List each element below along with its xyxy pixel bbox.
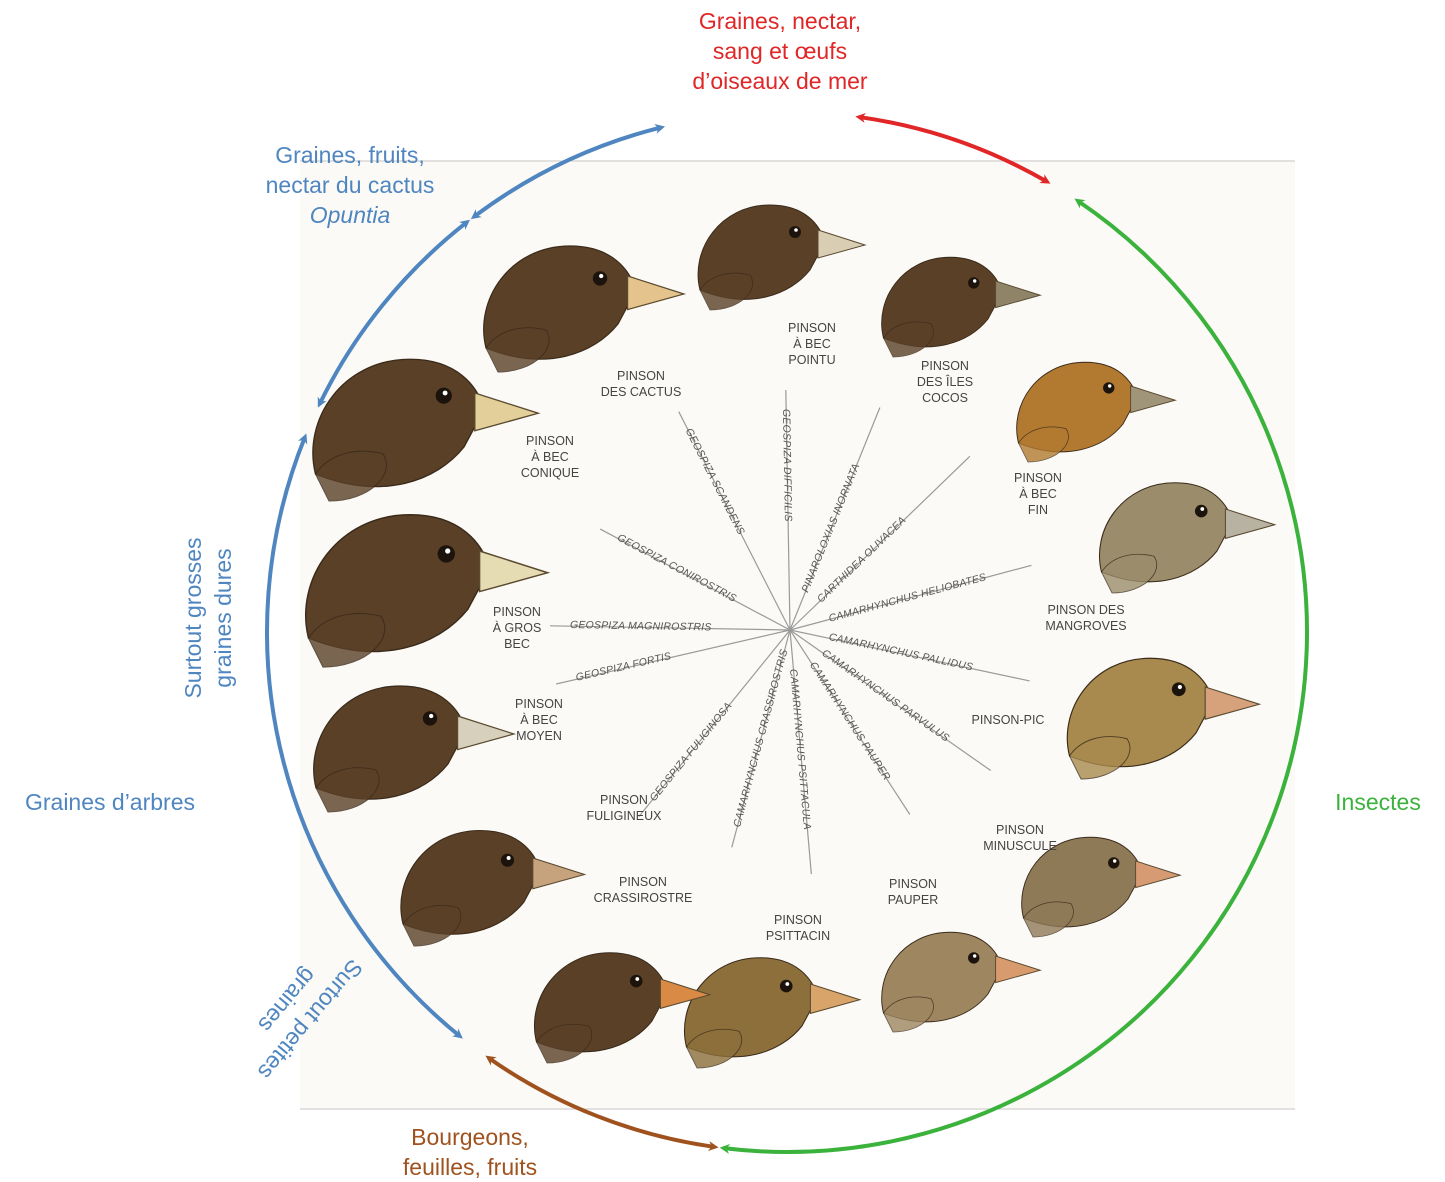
species-name: GEOSPIZA DIFFICILIS bbox=[780, 409, 794, 522]
diet-label-buds: Bourgeons,feuilles, fruits bbox=[360, 1122, 580, 1182]
diet-label-tree-seeds: Graines d’arbres bbox=[0, 787, 220, 817]
diet-label-insects: Insectes bbox=[1318, 787, 1438, 817]
finch-name: PINSON-PIC bbox=[972, 712, 1045, 728]
